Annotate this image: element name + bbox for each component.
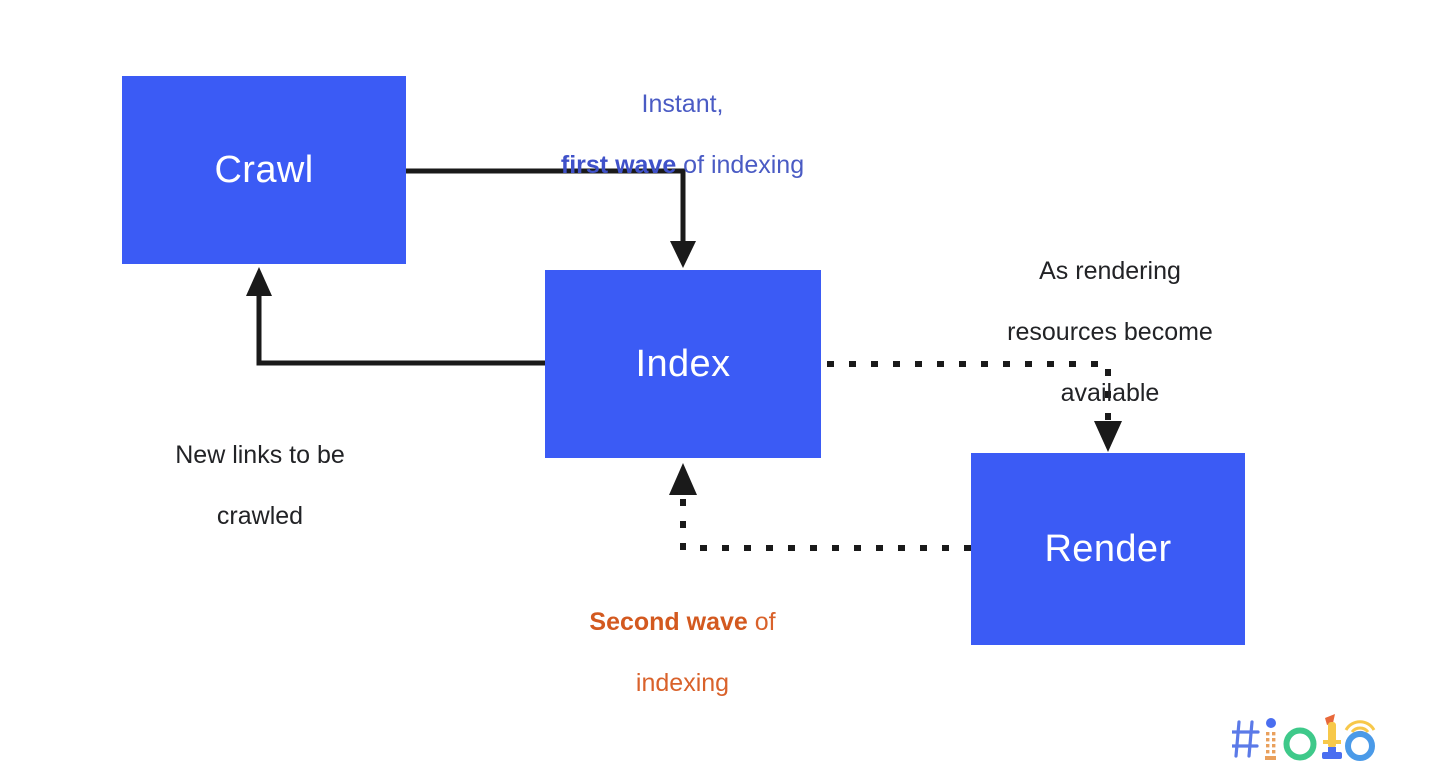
- caption-second-wave-bold: Second wave: [589, 607, 748, 636]
- node-index-label: Index: [635, 343, 731, 385]
- logo-i-icon: [1265, 718, 1276, 760]
- caption-new-links-line2: crawled: [216, 501, 304, 530]
- caption-rendering-resources: As rendering resources become available: [940, 225, 1280, 439]
- connector-index-to-crawl: [246, 267, 545, 366]
- caption-second-wave-rest: of: [747, 607, 776, 636]
- node-index[interactable]: Index: [545, 270, 821, 458]
- caption-first-wave-line2: first wave of indexing: [470, 150, 895, 181]
- node-crawl-label: Crawl: [214, 149, 314, 191]
- caption-rendering-line2: resources become: [1007, 317, 1213, 346]
- caption-first-wave: Instant, first wave of indexing: [470, 58, 895, 211]
- caption-new-links: New links to be crawled: [120, 409, 400, 562]
- logo-eight-icon: [1344, 720, 1376, 761]
- caption-second-wave-line1: Second wave of: [530, 607, 835, 638]
- node-crawl[interactable]: Crawl: [122, 76, 406, 264]
- caption-rendering-line3: available: [1060, 378, 1160, 407]
- node-render[interactable]: Render: [971, 453, 1245, 645]
- node-render-label: Render: [1044, 528, 1172, 570]
- caption-second-wave-line2: indexing: [635, 668, 730, 697]
- caption-rendering-line1: As rendering: [1039, 256, 1181, 285]
- google-io-2018-logo: [1232, 714, 1376, 761]
- logo-one-icon: [1322, 714, 1342, 759]
- caption-first-wave-line1: Instant,: [641, 89, 724, 118]
- caption-first-wave-rest: of indexing: [676, 150, 805, 179]
- logo-o-icon: [1283, 727, 1317, 761]
- logo-hash-icon: [1232, 720, 1260, 758]
- caption-new-links-line1: New links to be: [175, 440, 345, 469]
- connector-render-to-index: [669, 463, 971, 551]
- caption-first-wave-bold: first wave: [560, 150, 677, 179]
- caption-second-wave: Second wave of indexing: [530, 576, 835, 729]
